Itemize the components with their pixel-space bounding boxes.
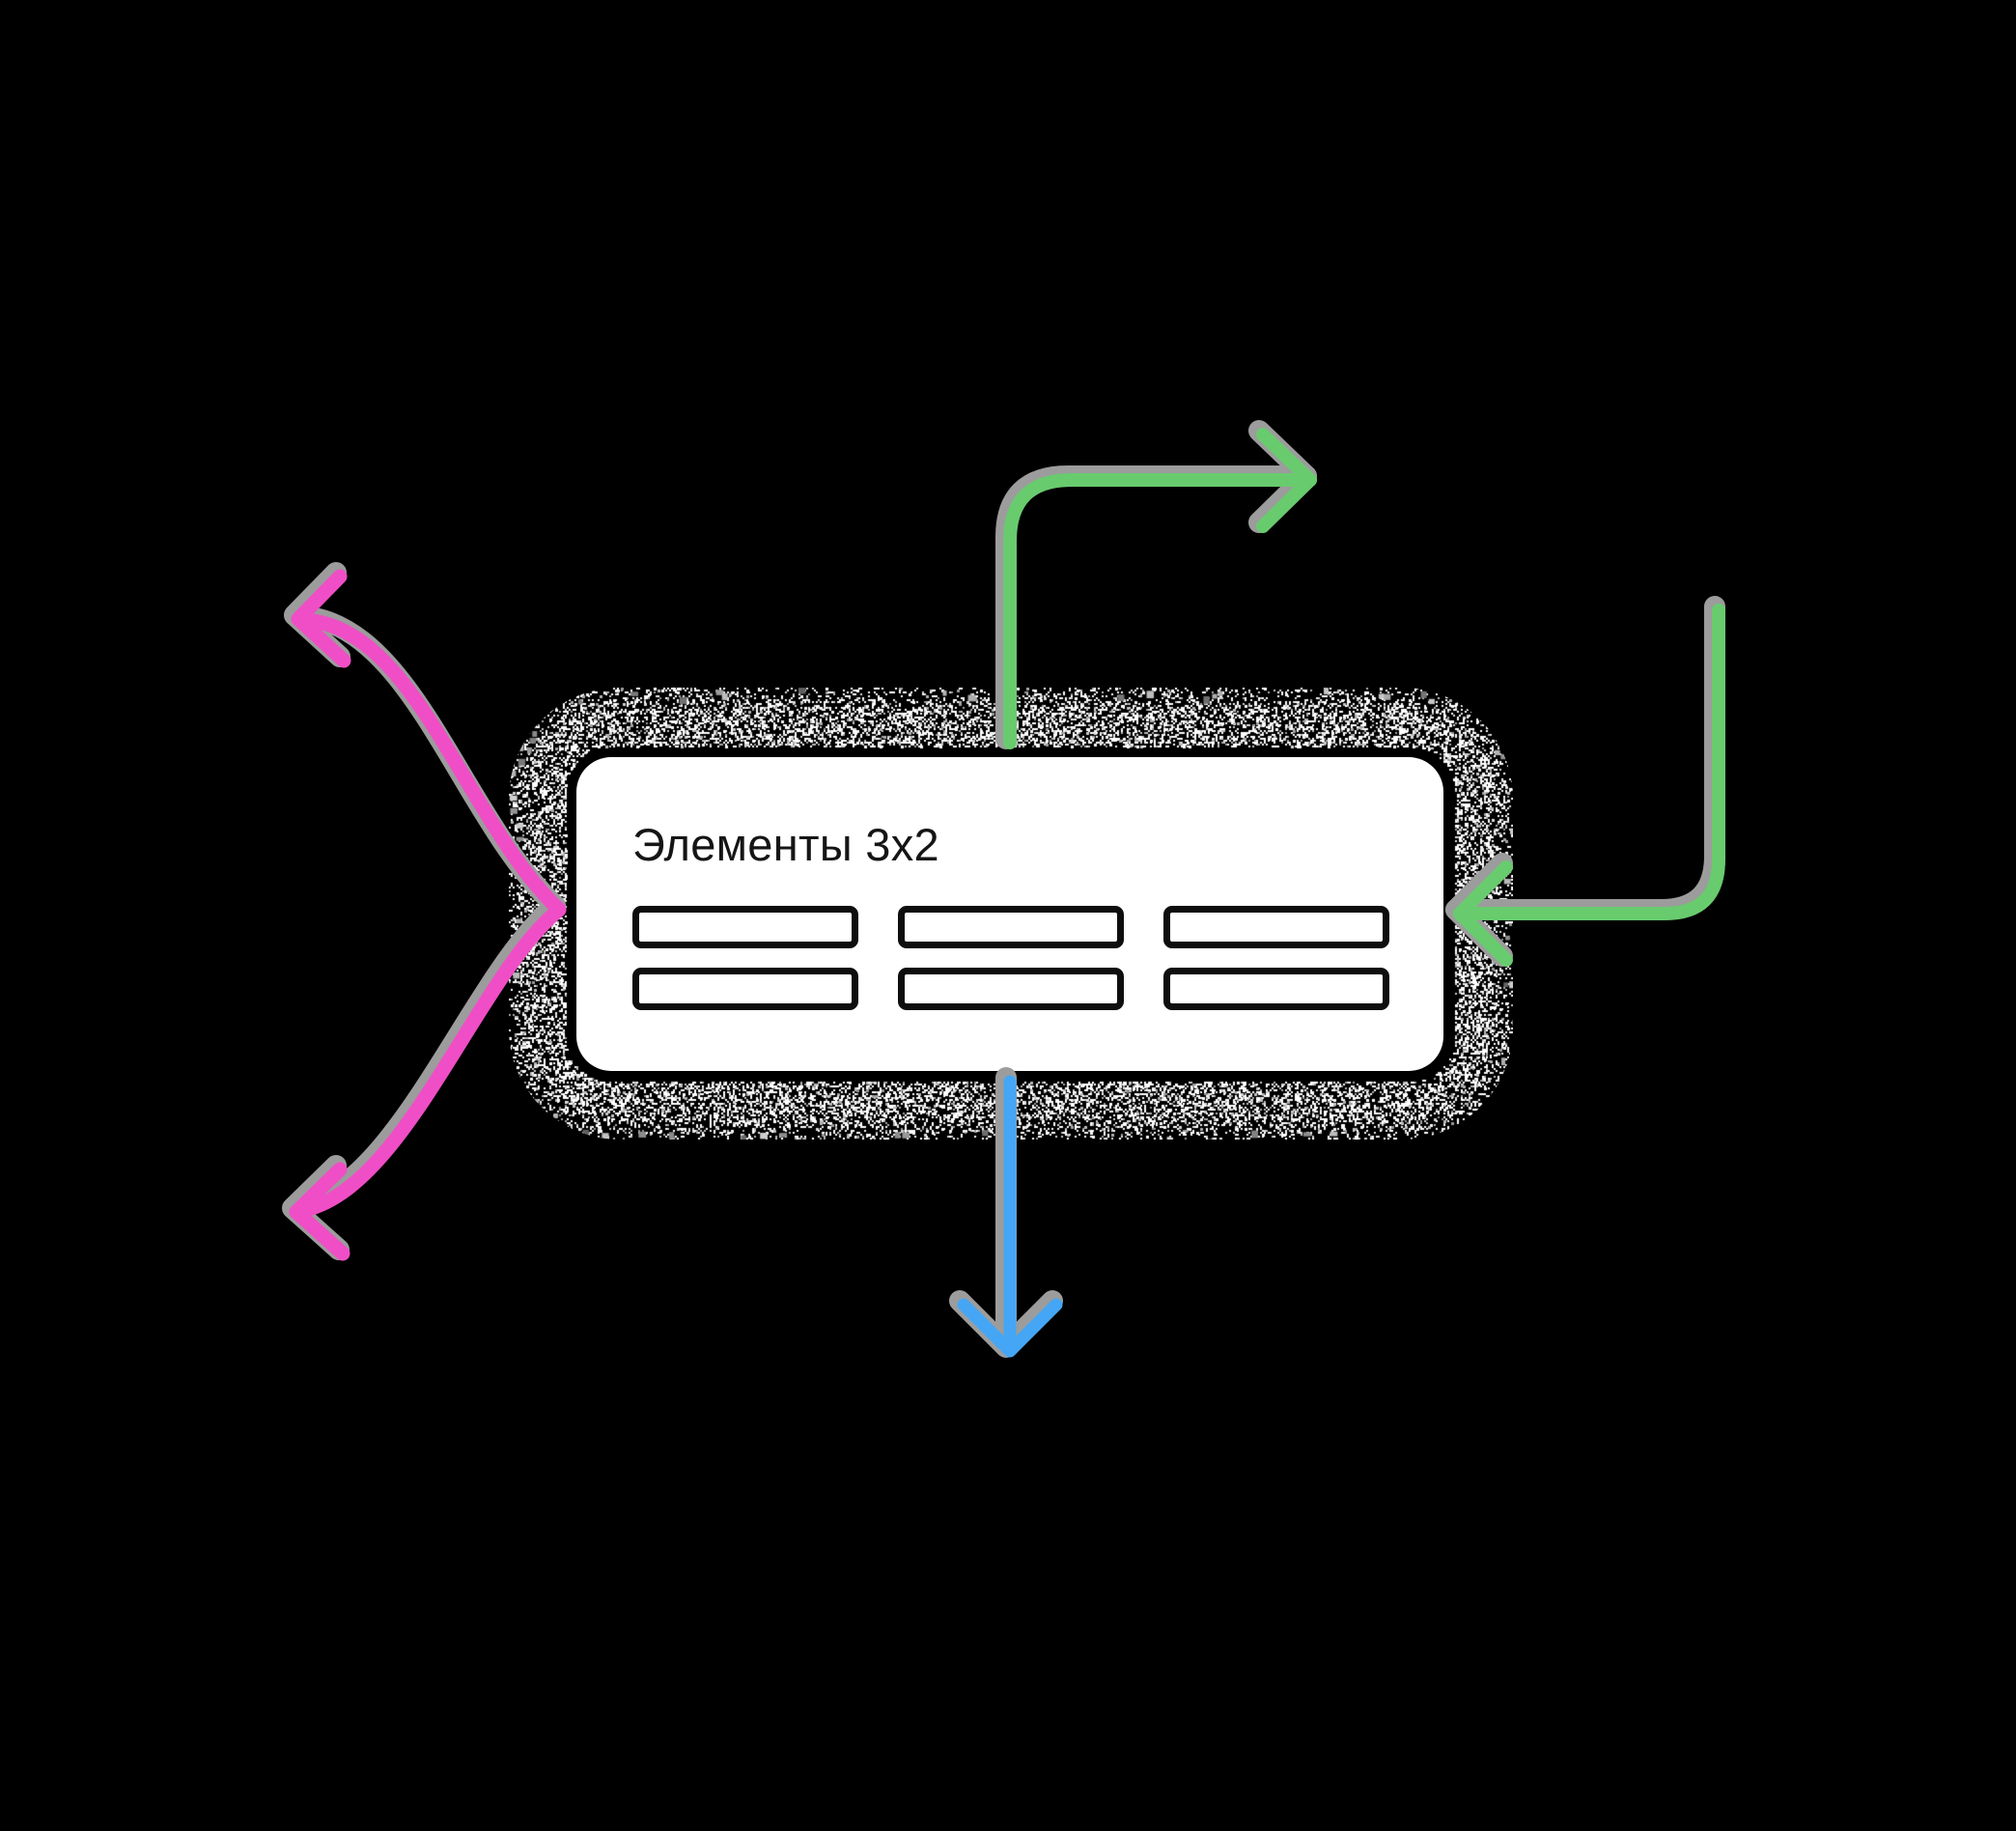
pink-arrows-branch bbox=[296, 577, 559, 1254]
green-arrow-up-right bbox=[1010, 435, 1310, 743]
green-arrow-into-card bbox=[1460, 610, 1719, 960]
blue-arrow-down bbox=[964, 1082, 1056, 1351]
